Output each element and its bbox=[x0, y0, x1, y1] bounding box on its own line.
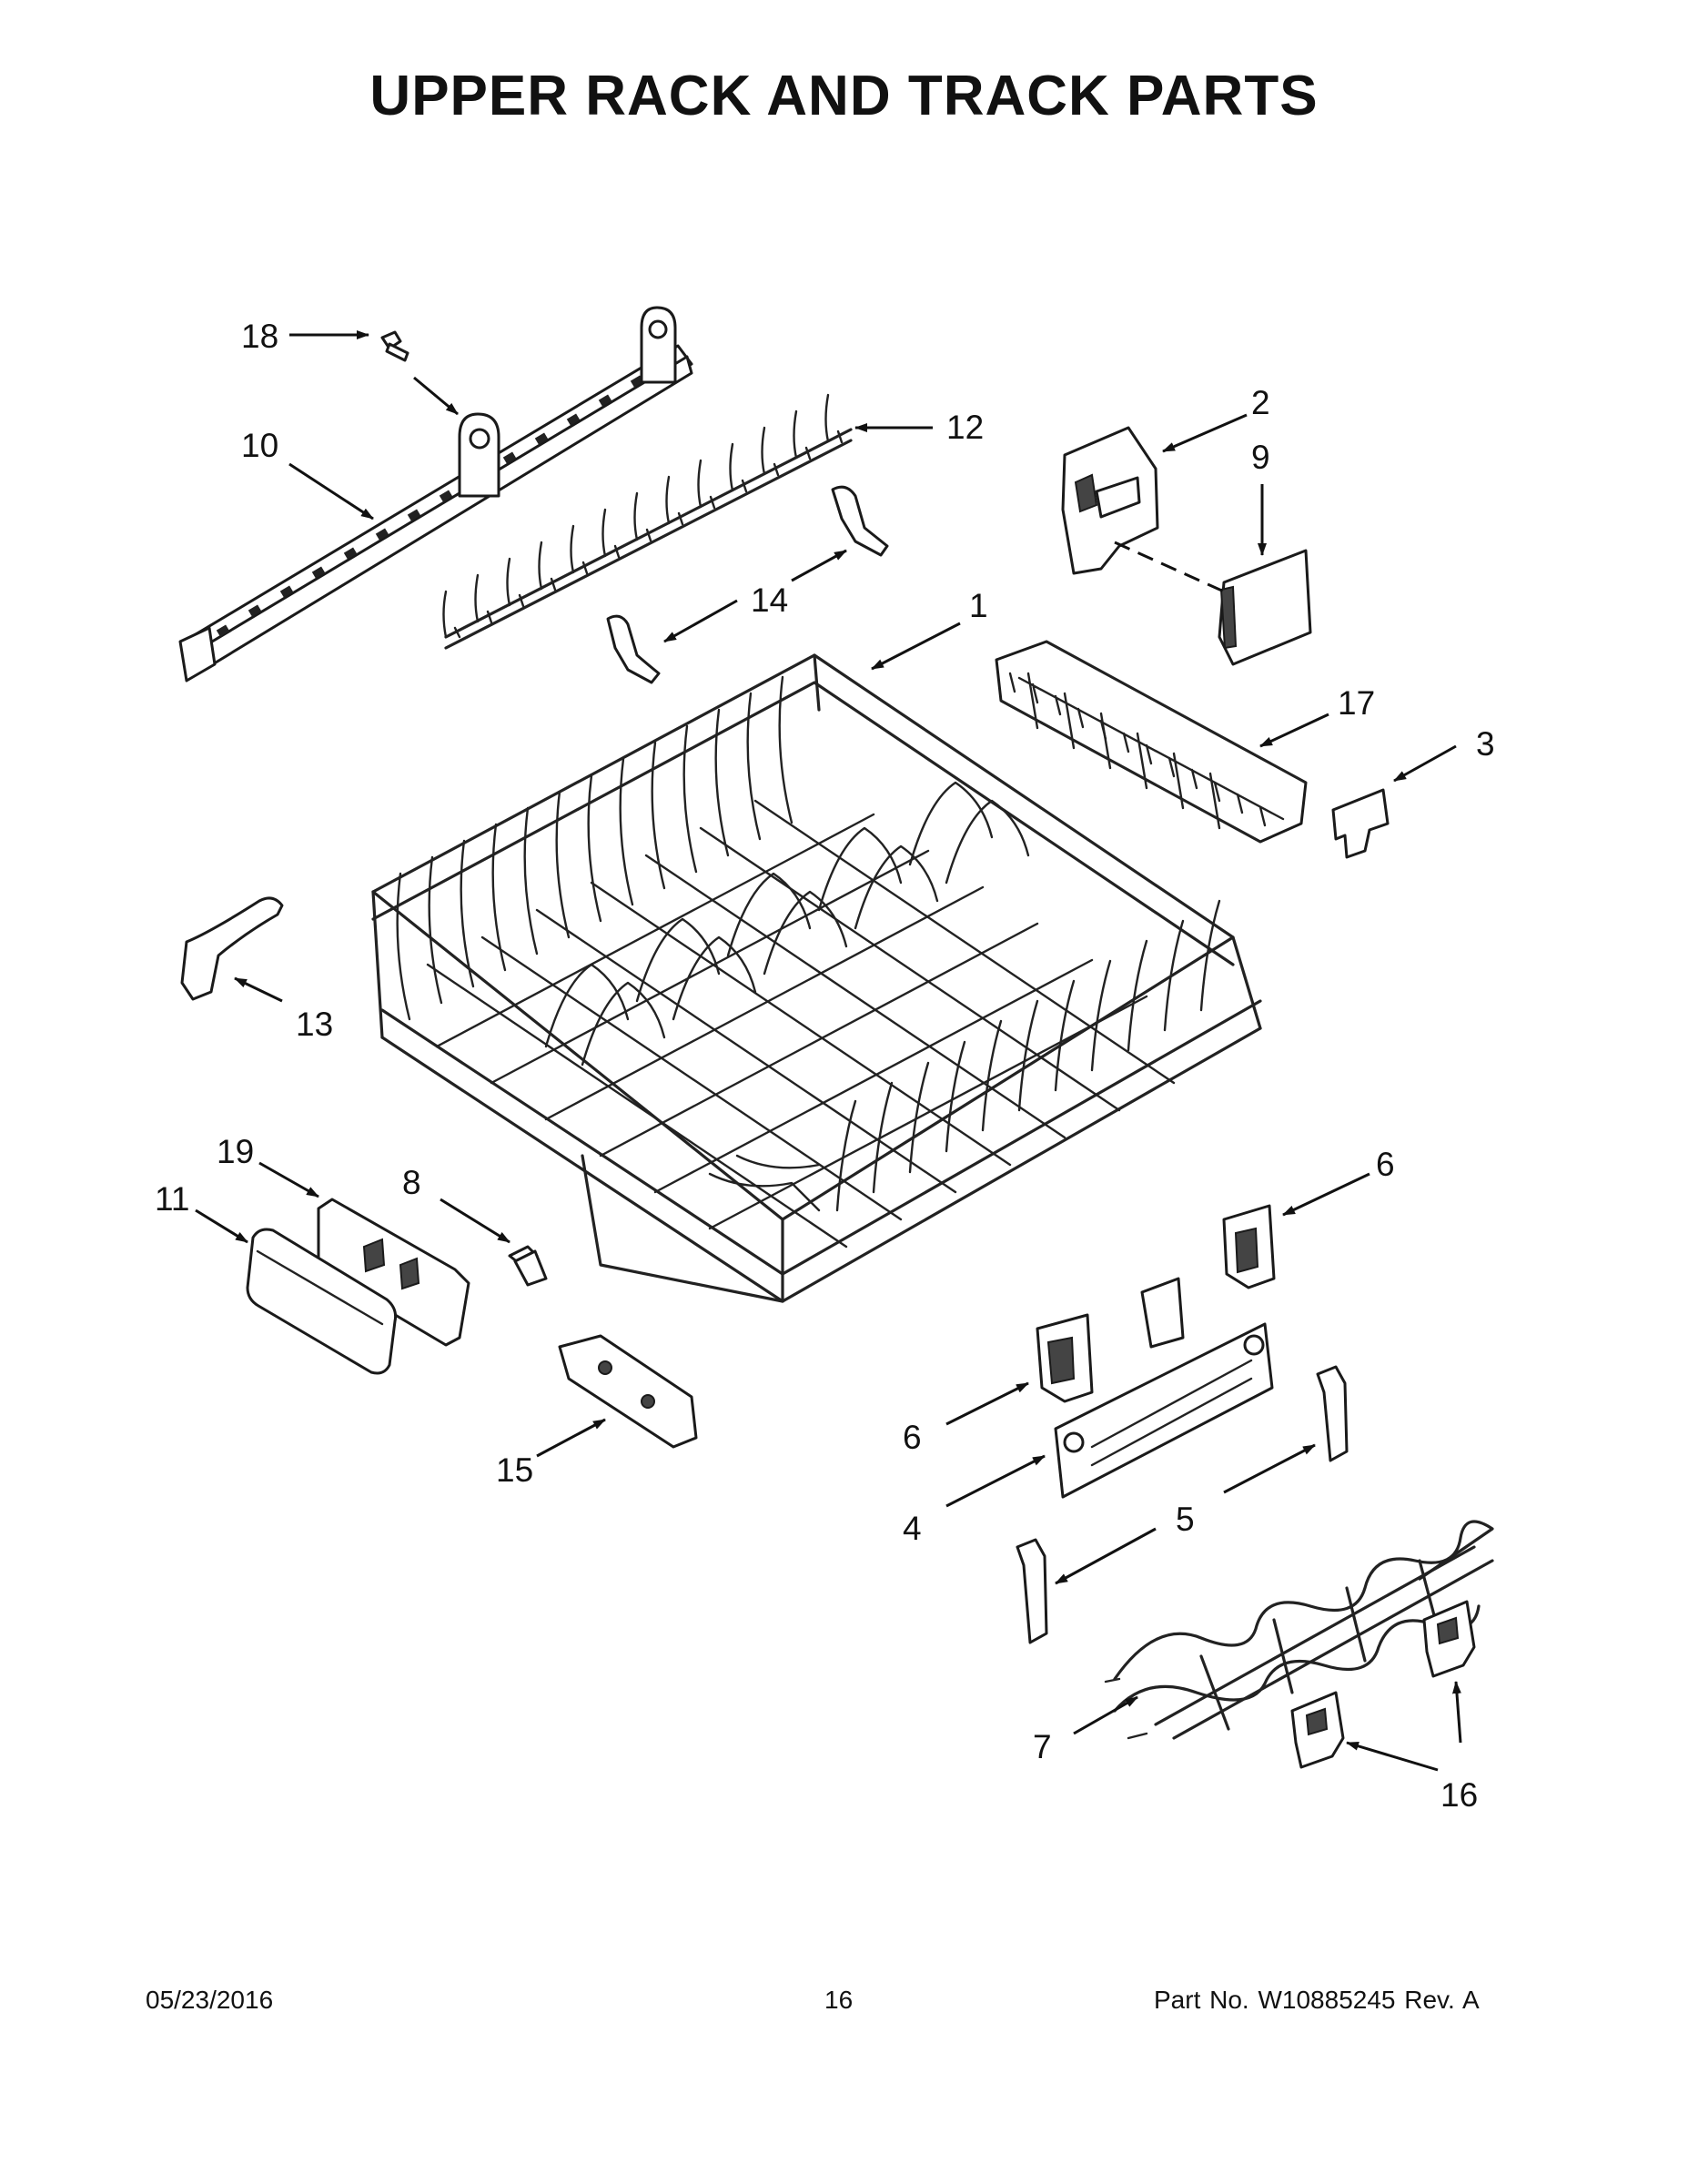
callout-6-lower: 6 bbox=[903, 1419, 922, 1456]
callout-10: 10 bbox=[241, 427, 278, 464]
callout-4: 4 bbox=[903, 1510, 922, 1547]
upper-rack bbox=[371, 653, 1262, 1303]
callout-12: 12 bbox=[946, 409, 984, 446]
leader-lines bbox=[195, 330, 1462, 1772]
callout-19: 19 bbox=[217, 1133, 254, 1170]
footer-page-number: 16 bbox=[824, 1986, 854, 2014]
adjuster-clip-right bbox=[1222, 1204, 1276, 1289]
tine-lever bbox=[180, 896, 284, 1001]
callout-14: 14 bbox=[751, 581, 788, 619]
callout-labels: 18 10 12 2 9 14 1 17 3 13 19 8 11 6 6 15… bbox=[155, 318, 1495, 1814]
callout-3: 3 bbox=[1476, 725, 1495, 763]
callout-7: 7 bbox=[1033, 1728, 1052, 1765]
utensil-basket bbox=[995, 640, 1308, 844]
callout-11: 11 bbox=[155, 1180, 189, 1218]
callout-16: 16 bbox=[1440, 1776, 1478, 1814]
callout-17: 17 bbox=[1338, 684, 1375, 722]
page-title: UPPER RACK AND TRACK PARTS bbox=[369, 65, 1319, 127]
upper-rack-track-rail bbox=[178, 306, 693, 682]
adjuster-assembly bbox=[1036, 1277, 1274, 1499]
rack-stop-pair bbox=[1016, 1365, 1349, 1644]
callout-5: 5 bbox=[1176, 1501, 1195, 1538]
callout-8: 8 bbox=[402, 1164, 421, 1201]
callout-9: 9 bbox=[1251, 439, 1270, 476]
handle-pin bbox=[508, 1245, 548, 1287]
callout-2: 2 bbox=[1251, 384, 1270, 421]
callout-6-upper: 6 bbox=[1376, 1146, 1395, 1183]
callout-18: 18 bbox=[241, 318, 278, 355]
shelf-clip-pair bbox=[1290, 1600, 1476, 1769]
callout-13: 13 bbox=[296, 1006, 333, 1043]
footer-date: 05/23/2016 bbox=[146, 1986, 274, 2014]
screw bbox=[380, 330, 409, 362]
rack-handle bbox=[246, 1198, 470, 1375]
utensil-basket-bracket bbox=[1061, 426, 1312, 666]
callout-15: 15 bbox=[496, 1451, 533, 1489]
rack-clip-pair bbox=[606, 485, 889, 684]
footer-part-number: Part No. W10885245 Rev. A bbox=[1154, 1986, 1480, 2014]
basket-hook bbox=[1331, 788, 1390, 859]
callout-1: 1 bbox=[969, 587, 988, 624]
tine-row bbox=[442, 393, 853, 650]
handle-bracket bbox=[558, 1334, 698, 1449]
